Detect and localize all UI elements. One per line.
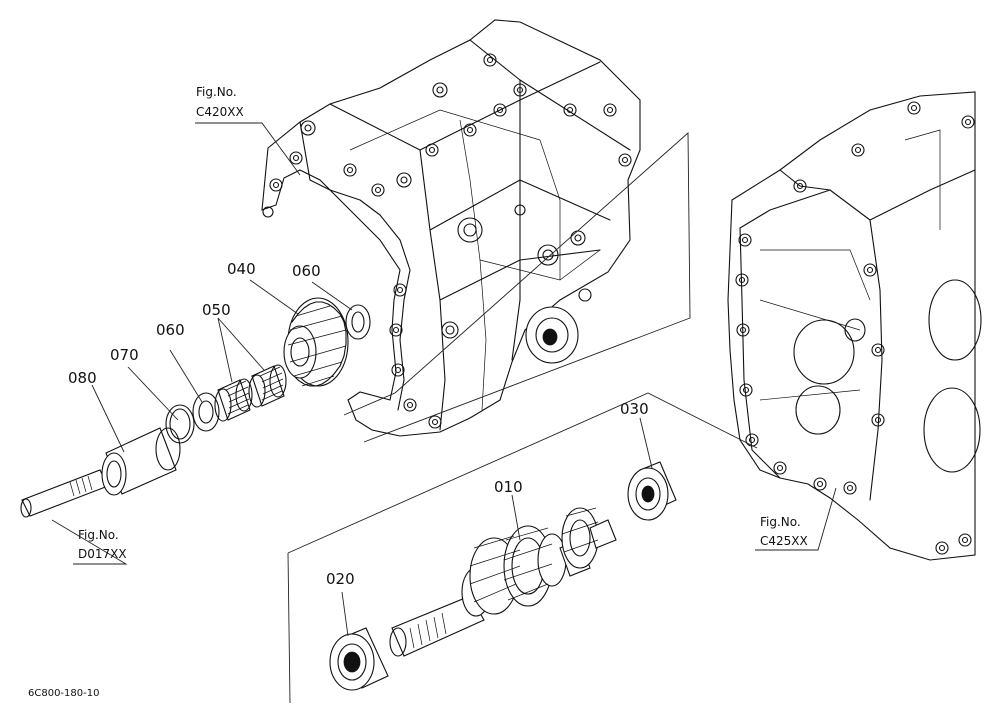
fig-c420-line2: C420XX [196,105,244,119]
transmission-case-rear [727,91,982,561]
part-020-bearing [329,627,389,691]
label-070: 070 [110,346,139,364]
assembly-frame [287,132,758,704]
input-shaft-part [20,469,109,518]
label-010: 010 [494,478,523,496]
label-080: 080 [68,369,97,387]
fig-d017-line2: D017XX [78,547,127,561]
leader-lines [51,122,837,637]
fig-c420-line1: Fig.No. [196,85,237,99]
label-050: 050 [202,301,231,319]
label-020: 020 [326,570,355,588]
fig-d017-line1: Fig.No. [78,528,119,542]
label-030: 030 [620,400,649,418]
part-010-countershaft [389,507,617,657]
part-number-labels: 040 060 050 060 070 080 030 010 020 [68,260,649,588]
fig-c425-line1: Fig.No. [760,515,801,529]
part-030-bearing [627,461,677,521]
label-040: 040 [227,260,256,278]
part-070-snap-ring [165,404,195,444]
part-060-washer-left [192,392,220,432]
transmission-case-front [261,19,641,437]
part-080-sleeve [101,427,181,496]
figure-references: Fig.No. C420XX Fig.No. C425XX Fig.No. D0… [78,85,808,561]
part-050-needle-bearings [214,364,287,422]
label-060-left: 060 [156,321,185,339]
part-040-gear [283,297,349,387]
fig-c425-line2: C425XX [760,534,808,548]
drawing-code: 6C800-180-10 [28,688,99,699]
label-060-right: 060 [292,262,321,280]
part-060-washer-right [345,304,371,340]
